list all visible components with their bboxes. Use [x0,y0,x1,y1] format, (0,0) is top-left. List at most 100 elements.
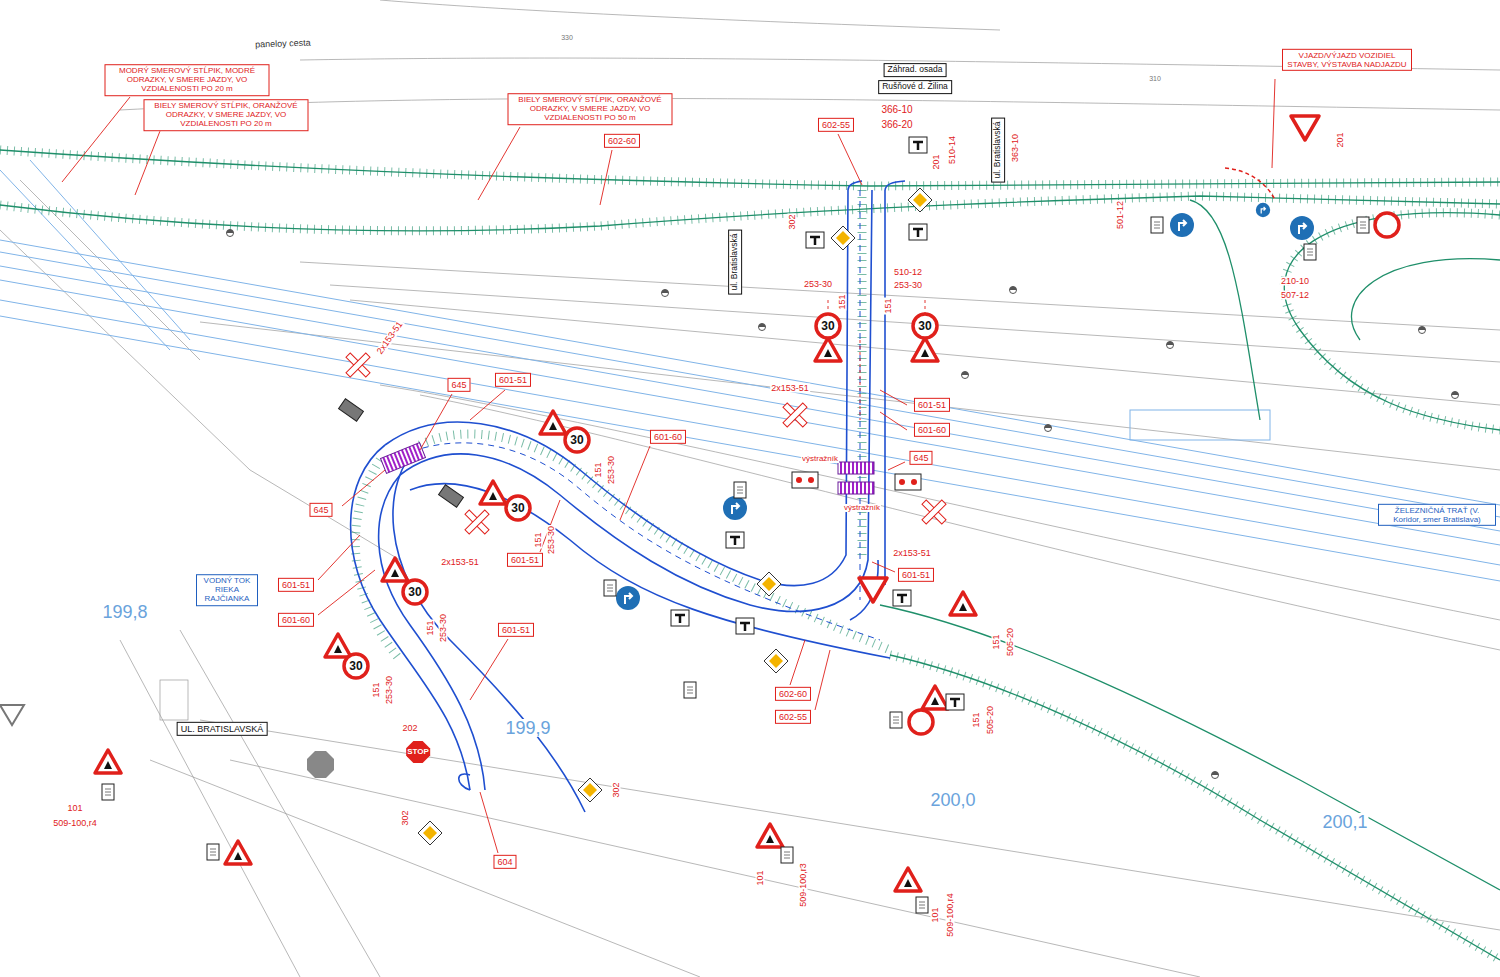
sign-code: 366-20 [880,120,913,130]
elevation-label: 199,9 [504,719,551,737]
sign-code: 253-30 [547,525,556,555]
priority-road-sign [757,572,781,596]
sign-callout: 602-60 [775,687,811,701]
node-text: UL. BRATISLAVSKÁ [181,724,264,734]
rail-track [0,266,1500,531]
sign-code: 201 [932,153,941,170]
warning-sign [382,558,408,581]
junction-sign [726,532,744,548]
warning-sign [325,634,351,657]
supplementary-plate [890,712,902,728]
leader-line [620,446,650,520]
road-edge [885,181,905,190]
rail-track [0,170,170,350]
sign-code: 507-12 [1280,291,1310,300]
supplementary-plate [102,784,114,800]
mandatory-sign [1290,216,1314,240]
pole [1452,392,1459,399]
traffic-signs [0,116,1399,913]
sign-code: 2x153-51 [770,384,810,393]
leader-line [888,462,905,470]
node-text: 602-60 [779,689,807,699]
road-hatch [890,655,1500,960]
speed-value: 30 [407,586,422,598]
sign-code: 2x153-51 [892,549,932,558]
warning-sign [950,592,976,615]
pole [962,372,969,379]
node-text: BIELY SMEROVÝ STĹPIK, ORANŽOVÉ ODRAZKY, … [148,101,305,129]
street-label: UL. BRATISLAVSKÁ [177,722,268,736]
sign-callout: 604 [493,855,516,869]
road-edge [379,475,485,790]
node-text: VJAZD/VÝJAZD VOZIDIEL STAVBY, VÝSTAVBA N… [1286,51,1408,69]
grey-line [300,262,1500,330]
sign-code: 302 [401,809,410,826]
stop-text: STOP [406,748,430,756]
speed-value: 30 [348,660,363,672]
contour-height: 310 [1148,75,1162,82]
sign-code: 101 [756,869,765,886]
light-signal [895,474,921,490]
warning-sign [912,338,938,361]
node-text: MODRÝ SMEROVÝ STĹPIK, MODRÉ ODRAZKY, V S… [109,66,266,94]
node-text: 602-60 [608,136,636,146]
junction-sign [893,590,911,606]
node-text: 601-51 [502,625,530,635]
sign-code: 151 [972,711,981,728]
junction-sign [736,618,754,634]
road-edge [880,605,1500,890]
leader-line [420,394,452,450]
node-text: 645 [313,505,328,515]
poles [227,230,1459,779]
pole [1045,425,1052,432]
sign-callout: 602-55 [775,710,811,724]
road-edge [410,484,890,658]
road-edge [0,196,1500,231]
sign-code: 509-100,r3 [799,862,808,908]
node-text: VODNÝ TOK RIEKA RAJČIANKA [200,576,254,604]
elevation-label: 200,0 [929,791,976,809]
node-text: ul. Bratislavská [993,121,1003,178]
rail-track [30,160,190,340]
yield-sign [0,705,24,725]
node-text: 601-60 [654,432,682,442]
sign-code: 101 [66,804,83,813]
path-line [420,395,1500,650]
road-edge [351,445,470,790]
signal-lamp [911,479,917,485]
elevation-label: 200,1 [1321,813,1368,831]
junction-sign [909,137,927,153]
leader-line [880,412,907,430]
water-label: VODNÝ TOK RIEKA RAJČIANKA [196,574,258,606]
sign-callout: 601-60 [278,613,314,627]
mandatory-sign [1170,213,1194,237]
road-name: paneloy cesta [254,38,312,49]
supplementary-plate [1151,217,1163,233]
junction-sign [909,224,927,240]
road-edge [459,774,470,790]
supplementary-plate [916,897,928,913]
rail-track [0,252,1500,517]
leader-line [872,562,895,572]
warning-sign [922,686,948,709]
sign-code: 501-12 [1116,200,1125,230]
direction-sign: ul. Bratislavská [991,117,1005,182]
sign-callout: 601-51 [278,578,314,592]
road-edge [150,760,700,977]
priority-road-sign [831,226,855,250]
sign-link [828,300,925,420]
road-edge [1351,259,1500,340]
leader-line [478,127,520,200]
railway-crossing-sign [465,510,489,534]
callout-note: VJAZD/VÝJAZD VOZIDIEL STAVBY, VÝSTAVBA N… [1282,49,1412,71]
sign-code: 253-30 [803,280,833,289]
rail-track [0,316,1500,581]
signal-lamp [808,477,814,483]
yield-sign [1291,116,1319,140]
sign-callout: 601-51 [507,553,543,567]
crossing-deck [381,443,426,474]
crossing-deck [838,482,874,494]
road-edge [884,190,886,585]
road-edge [180,630,380,977]
leader-line [880,390,907,405]
